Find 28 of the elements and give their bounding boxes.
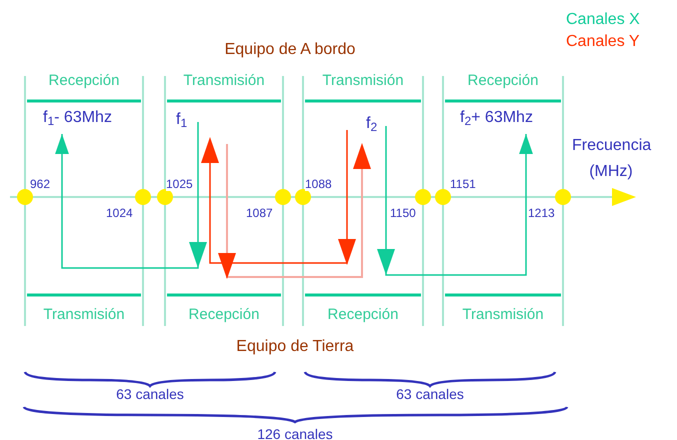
text-label: 1151 bbox=[450, 177, 476, 191]
text-label: Transmisión bbox=[321, 71, 405, 91]
text-label: 962 bbox=[30, 177, 50, 191]
text-label: Recepción bbox=[48, 71, 120, 91]
text-label: 1088 bbox=[305, 177, 332, 191]
text-label: 1024 bbox=[106, 206, 133, 220]
text-label: Recepción bbox=[188, 305, 260, 325]
text-label: Transmisión bbox=[461, 305, 545, 325]
text-label: 63 canales bbox=[115, 385, 185, 404]
diagram-title: Equipo de A bordo bbox=[224, 40, 356, 60]
text-label: 1025 bbox=[166, 177, 193, 191]
frequency-label: f$_{2}$ bbox=[366, 112, 386, 138]
text-label: 126 canales bbox=[256, 425, 334, 440]
frequency-label: f$_{1}$- 63Mhz bbox=[43, 106, 127, 130]
frequency-label: f$_{2}$+ 63Mhz bbox=[460, 106, 552, 130]
legend-text: Canales Y bbox=[566, 32, 640, 52]
text-label: Equipo de Tierra bbox=[235, 337, 355, 357]
text-label: Recepción bbox=[466, 71, 540, 91]
axis-label: Frecuencia (MHz) bbox=[572, 136, 650, 182]
text-label: 1213 bbox=[528, 206, 555, 220]
frequency-label: f$_{1}$ bbox=[176, 108, 196, 134]
text-label: 1150 bbox=[390, 206, 416, 220]
text-label: Transmisión bbox=[42, 305, 126, 325]
text-label: 63 canales bbox=[395, 385, 465, 404]
legend-text: Canales X bbox=[566, 10, 640, 30]
text-label: 1087 bbox=[246, 206, 273, 220]
text-label: Recepción bbox=[326, 305, 400, 325]
text-label: Transmisión bbox=[182, 71, 266, 91]
